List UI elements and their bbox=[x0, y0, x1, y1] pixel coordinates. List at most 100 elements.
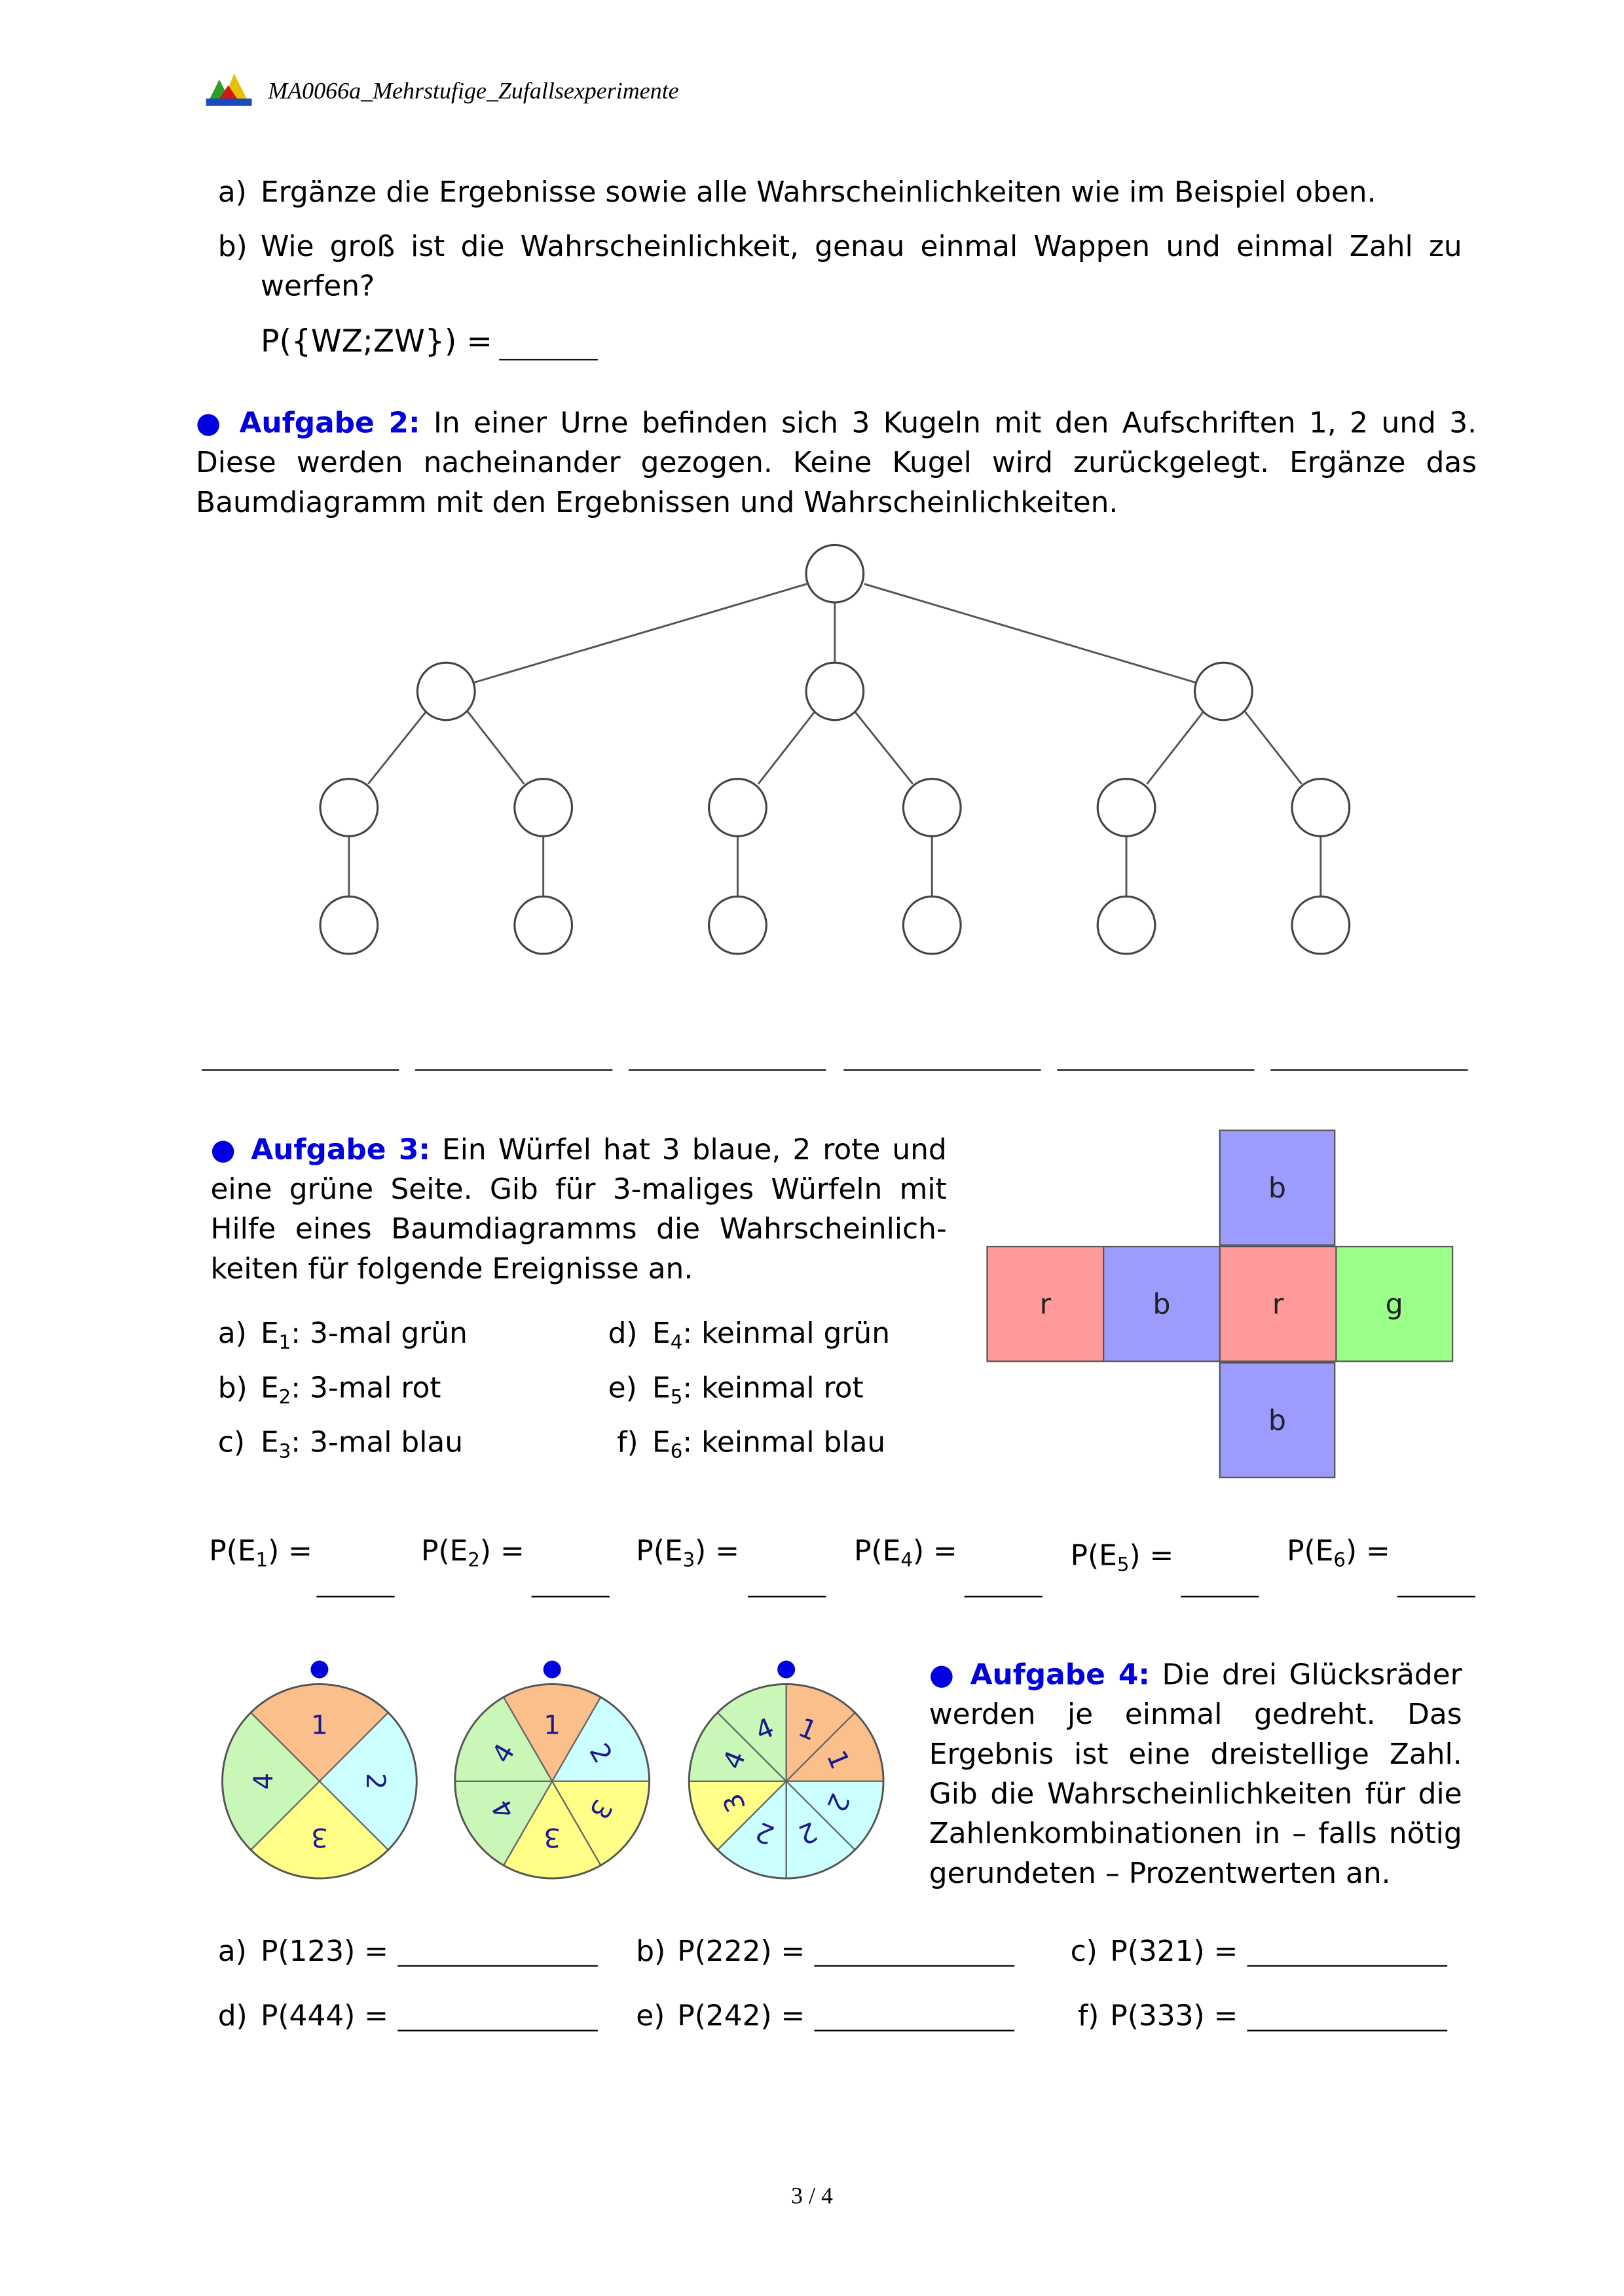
probability-prefix: P(E bbox=[636, 1534, 683, 1568]
tree-leaf-node bbox=[902, 895, 962, 955]
task2-paragraph: ● Aufgabe 2: In einer Urne befinden sich… bbox=[196, 403, 1477, 522]
probability-answer-blank bbox=[1397, 1595, 1475, 1597]
question-answer-blank bbox=[397, 2030, 598, 2032]
question-answer-blank bbox=[1247, 1965, 1448, 1967]
tree-node bbox=[805, 661, 865, 721]
probability-prefix: P(E bbox=[1070, 1539, 1117, 1573]
wheel-pointer-dot bbox=[543, 1660, 561, 1679]
question-expression: P(444) = bbox=[260, 1999, 388, 2033]
wheel-rim bbox=[688, 1683, 885, 1880]
event-marker: c) bbox=[217, 1425, 246, 1459]
probability-label: P(E6) = bbox=[1287, 1531, 1390, 1581]
probability-answer-blank bbox=[316, 1595, 395, 1597]
task4-title: ● Aufgabe 4: bbox=[929, 1658, 1150, 1692]
event-description: : keinmal rot bbox=[682, 1370, 864, 1405]
publisher-logo bbox=[206, 73, 252, 106]
tree-nodes bbox=[319, 543, 1351, 955]
question-marker: c) bbox=[1070, 1934, 1098, 1969]
event-symbol: E bbox=[260, 1425, 279, 1459]
event-subscript: 5 bbox=[670, 1387, 683, 1410]
task2-text: In einer Urne befinden sich 3 Kugeln mit… bbox=[196, 406, 1477, 520]
question-answer-blank bbox=[397, 1965, 598, 1967]
tree-leaf-node bbox=[513, 895, 574, 955]
question-expression: P(333) = bbox=[1110, 1999, 1238, 2033]
probability-suffix: ) = bbox=[479, 1534, 525, 1568]
tree-result-blank bbox=[1057, 1069, 1255, 1071]
probability-suffix: ) = bbox=[912, 1534, 957, 1568]
task1-answer-blank bbox=[499, 359, 598, 361]
task3-paragraph: ● Aufgabe 3: Ein Würfel hat 3 blaue, 2 r… bbox=[211, 1129, 947, 1288]
probability-tree-diagram bbox=[319, 543, 1351, 955]
tree-node bbox=[1194, 661, 1253, 721]
tree-node bbox=[1291, 778, 1351, 837]
tree-leaf-node bbox=[708, 895, 767, 955]
probability-prefix: P(E bbox=[854, 1534, 901, 1568]
probability-label: P(E1) = bbox=[209, 1531, 312, 1581]
event-symbol: E bbox=[260, 1370, 279, 1405]
wheel-sector-label: 1 bbox=[544, 1709, 561, 1741]
question-answer-blank bbox=[814, 1965, 1015, 1967]
task4-paragraph: ● Aufgabe 4: Die drei Glücksräder werden… bbox=[929, 1655, 1462, 1893]
die-face-top: b bbox=[1219, 1129, 1336, 1246]
question-answer-blank bbox=[814, 2030, 1015, 2032]
event-description: : 3-mal rot bbox=[291, 1370, 441, 1405]
task1-formula: P({WZ;ZW}) = bbox=[260, 323, 492, 359]
wheel-sector-label: 3 bbox=[311, 1822, 328, 1853]
task1-b-marker: b) bbox=[217, 229, 248, 264]
task2-title: ● Aufgabe 2: bbox=[196, 406, 420, 440]
event-description: : keinmal grün bbox=[682, 1316, 891, 1351]
question-answer-blank bbox=[1247, 2030, 1448, 2032]
tree-root-node bbox=[805, 543, 865, 604]
header-file-name: MA0066a_Mehrstufige_Zufallsexperimente bbox=[268, 79, 679, 105]
probability-answer-blank bbox=[964, 1595, 1043, 1597]
event-text: E2: 3-mal rot bbox=[261, 1368, 441, 1417]
question-expression: P(321) = bbox=[1110, 1934, 1238, 1969]
die-face-right: r bbox=[1219, 1245, 1337, 1362]
event-symbol: E bbox=[260, 1316, 279, 1351]
tree-node bbox=[513, 778, 574, 837]
task3-text: Ein Würfel hat 3 blaue, 2 rote und eine … bbox=[210, 1132, 947, 1286]
task3-title: ● Aufgabe 3: bbox=[210, 1132, 430, 1167]
question-marker: e) bbox=[636, 1999, 665, 2033]
probability-prefix: P(E bbox=[1287, 1534, 1334, 1568]
tree-leaf-node bbox=[319, 895, 379, 955]
tree-node bbox=[1096, 778, 1156, 837]
die-face-back: g bbox=[1335, 1245, 1454, 1362]
tree-leaf-node bbox=[1096, 895, 1156, 955]
probability-prefix: P(E bbox=[209, 1534, 256, 1568]
tree-node bbox=[319, 778, 379, 837]
question-expression: P(222) = bbox=[677, 1934, 805, 1969]
wheel-rim bbox=[221, 1683, 418, 1880]
question-expression: P(123) = bbox=[260, 1934, 388, 1969]
event-marker: e) bbox=[608, 1370, 637, 1405]
event-subscript: 4 bbox=[670, 1332, 683, 1355]
event-text: E3: 3-mal blau bbox=[261, 1423, 463, 1472]
probability-answer-blank bbox=[531, 1595, 610, 1597]
event-symbol: E bbox=[652, 1370, 671, 1405]
event-text: E5: keinmal rot bbox=[652, 1368, 864, 1417]
event-marker: a) bbox=[217, 1316, 247, 1351]
tree-result-blank bbox=[202, 1069, 399, 1071]
event-text: E1: 3-mal grün bbox=[261, 1313, 468, 1363]
event-description: : keinmal blau bbox=[682, 1425, 886, 1459]
event-description: : 3-mal grün bbox=[291, 1316, 468, 1351]
event-symbol: E bbox=[652, 1316, 671, 1351]
event-description: : 3-mal blau bbox=[291, 1425, 464, 1459]
task1-b-line1: Wie groß ist die Wahrscheinlichkeit, gen… bbox=[260, 229, 1462, 264]
event-subscript: 3 bbox=[278, 1441, 291, 1464]
probability-suffix: ) = bbox=[1345, 1534, 1390, 1568]
die-face-bottom: b bbox=[1219, 1362, 1336, 1478]
probability-label: P(E3) = bbox=[636, 1531, 739, 1581]
question-marker: f) bbox=[1077, 1999, 1099, 2033]
page-number: 3 / 4 bbox=[790, 2184, 833, 2210]
probability-subscript: 5 bbox=[1116, 1554, 1130, 1577]
probability-suffix: ) = bbox=[268, 1534, 312, 1568]
probability-subscript: 4 bbox=[900, 1550, 913, 1573]
wheel-sector-label: 1 bbox=[311, 1709, 328, 1741]
tree-node bbox=[708, 778, 767, 837]
task4-text: Die drei Glücksräder werden je einmal ge… bbox=[929, 1658, 1462, 1891]
die-face-front: b bbox=[1103, 1245, 1221, 1362]
probability-label: P(E5) = bbox=[1071, 1536, 1174, 1586]
